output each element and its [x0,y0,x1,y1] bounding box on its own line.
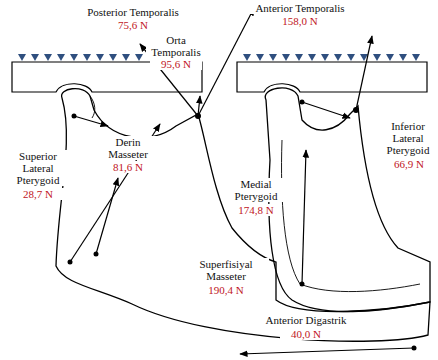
insertion-dots [68,100,417,351]
force-value: 158,0 N [269,15,331,27]
insertion-dot [72,114,77,119]
support-triangle [31,54,39,61]
support-triangle [269,54,277,61]
support-triangle [18,54,26,61]
force-arrow [74,116,108,126]
muscle-name: Medial Pterygoid [226,178,286,202]
force-arrow [302,102,350,118]
support-triangle [44,54,52,61]
support-triangle [334,54,342,61]
force-value: 174,8 N [230,204,282,216]
support-triangle [96,54,104,61]
force-arrow [240,348,414,354]
support-triangle [399,54,407,61]
support-triangle [135,54,143,61]
support-triangle [122,54,130,61]
support-triangle [57,54,65,61]
force-value: 190,4 N [200,284,252,296]
muscle-name: Anterior Digastrik [250,314,362,326]
fixed-support [18,54,420,61]
support-triangle [295,54,303,61]
force-value: 66,9 N [383,158,435,170]
muscle-name: Posterior Temporalis [67,6,199,18]
insertion-dot [94,252,99,257]
support-triangle [412,54,420,61]
support-triangle [321,54,329,61]
support-triangle [282,54,290,61]
support-triangle [386,54,394,61]
muscle-name: Superfisiyal Masseter [183,258,269,282]
muscle-name: Inferior Lateral Pterygoid [381,120,435,156]
force-value: 75,6 N [102,19,164,31]
condyle-neck [90,96,95,118]
support-triangle [243,54,251,61]
force-arrow [302,150,306,284]
muscle-name: Orta Temporalis [146,34,206,58]
muscle-name: Superior Lateral Pterygoid [4,150,72,186]
insertion-dot [195,113,201,119]
skull-plate [12,54,427,92]
insertion-dot [300,282,305,287]
force-arrow [198,96,200,116]
force-arrow [70,124,160,262]
insertion-dot [353,107,359,113]
force-arrow [356,36,372,110]
support-triangle [373,54,381,61]
mandible-lateral [56,89,430,342]
force-vectors [70,8,414,354]
force-value: 28,7 N [12,188,64,200]
insertion-dot [68,260,73,265]
support-triangle [308,54,316,61]
support-triangle [347,54,355,61]
force-value: 95,6 N [150,58,202,70]
force-arrow [198,8,254,116]
support-triangle [256,54,264,61]
support-triangle [83,54,91,61]
insertion-dot [300,100,305,105]
support-triangle [109,54,117,61]
support-triangle [70,54,78,61]
muscle-name: Anterior Temporalis [244,2,356,14]
force-value: 40,0 N [280,328,332,340]
right-plate [237,62,427,92]
force-value: 81,6 N [102,161,154,173]
insertion-dot [412,346,417,351]
muscle-name: Derin Masseter [99,136,157,160]
